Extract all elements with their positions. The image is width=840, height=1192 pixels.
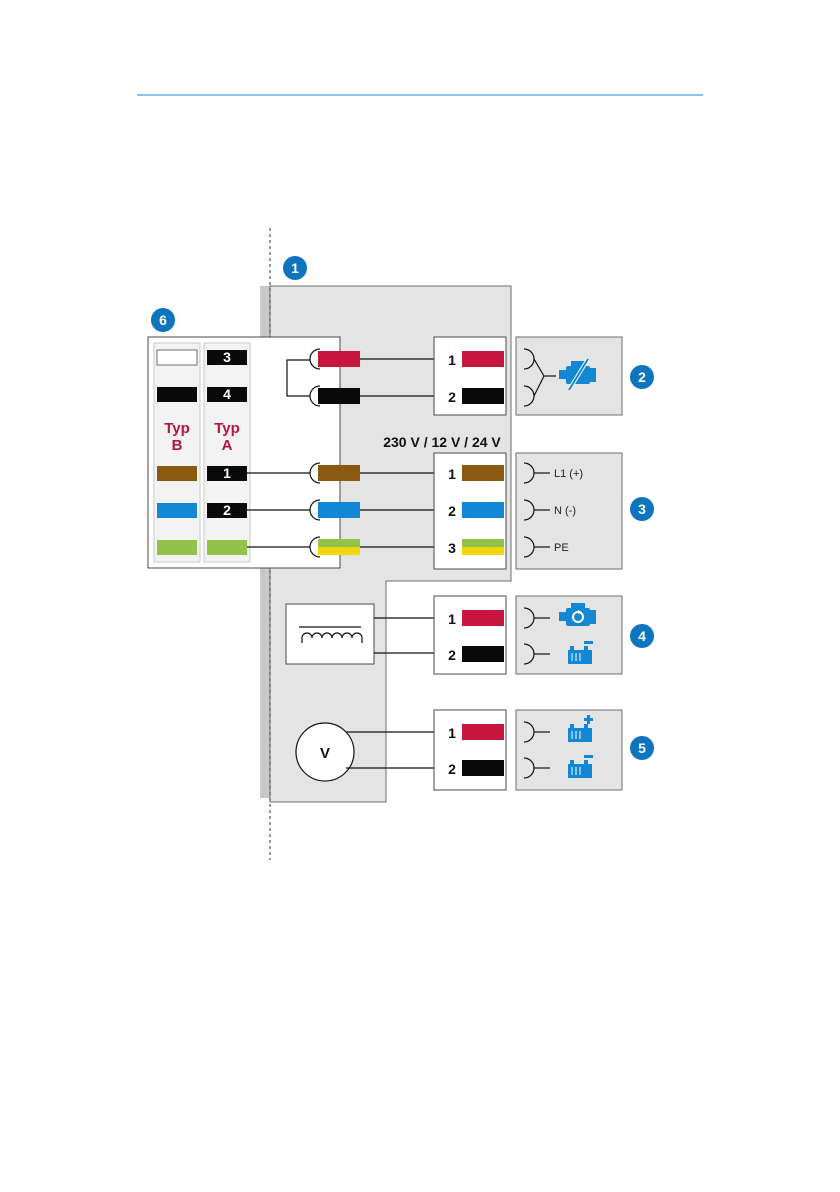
- badge-2-text: 2: [638, 369, 646, 385]
- terminal-chip-green: [462, 539, 504, 547]
- socket-chip-brown: [318, 465, 360, 481]
- terminal-chip-red: [462, 724, 504, 740]
- terminal-chip-black: [462, 388, 504, 404]
- socket-chip-green: [318, 539, 360, 547]
- voltmeter-label: V: [320, 745, 330, 762]
- terminal-number: 2: [448, 647, 456, 663]
- chip-a-green: [207, 540, 247, 555]
- terminal-chip-brown: [462, 465, 504, 481]
- socket-chip-red: [318, 351, 360, 367]
- badge-4-text: 4: [638, 628, 646, 644]
- terminal-number: 1: [448, 466, 456, 482]
- badge-1-text: 1: [291, 260, 299, 276]
- mains-label-n: N (-): [554, 505, 576, 517]
- terminal-chip-black: [462, 760, 504, 776]
- chip-b-black: [157, 387, 197, 402]
- type-a-letter: A: [222, 437, 233, 454]
- terminal-block-4: [434, 596, 506, 674]
- terminal-chip-red: [462, 610, 504, 626]
- terminal-chip-yellow: [462, 547, 504, 555]
- type-b-letter: B: [172, 437, 183, 454]
- terminal-number: 3: [448, 540, 456, 556]
- socket-chip-blue: [318, 502, 360, 518]
- terminal-number: 1: [448, 725, 456, 741]
- terminal-number: 2: [448, 761, 456, 777]
- terminal-chip-red: [462, 351, 504, 367]
- type-b-label: Typ: [164, 420, 190, 437]
- terminal-chip-black: [462, 646, 504, 662]
- plug-number-4: 4: [223, 386, 231, 402]
- plug-number-1: 1: [223, 465, 231, 481]
- terminal-chip-blue: [462, 502, 504, 518]
- badge-3-text: 3: [638, 501, 646, 517]
- chip-b-green: [157, 540, 197, 555]
- plug-number-3: 3: [223, 349, 231, 365]
- terminal-block-5: [434, 710, 506, 790]
- terminal-number: 2: [448, 389, 456, 405]
- badge-6-text: 6: [159, 312, 167, 328]
- chip-b-empty: [157, 350, 197, 365]
- socket-chip-black: [318, 388, 360, 404]
- chip-b-blue: [157, 503, 197, 518]
- voltage-label: 230 V / 12 V / 24 V: [383, 434, 501, 450]
- socket-chip-yellow: [318, 547, 360, 555]
- mains-label-pe: PE: [554, 542, 569, 554]
- plug-number-2: 2: [223, 502, 231, 518]
- terminal-number: 2: [448, 503, 456, 519]
- badge-5-text: 5: [638, 740, 646, 756]
- type-a-label: Typ: [214, 420, 240, 437]
- chip-b-brown: [157, 466, 197, 481]
- terminal-number: 1: [448, 611, 456, 627]
- mains-label-l1: L1 (+): [554, 468, 583, 480]
- terminal-number: 1: [448, 352, 456, 368]
